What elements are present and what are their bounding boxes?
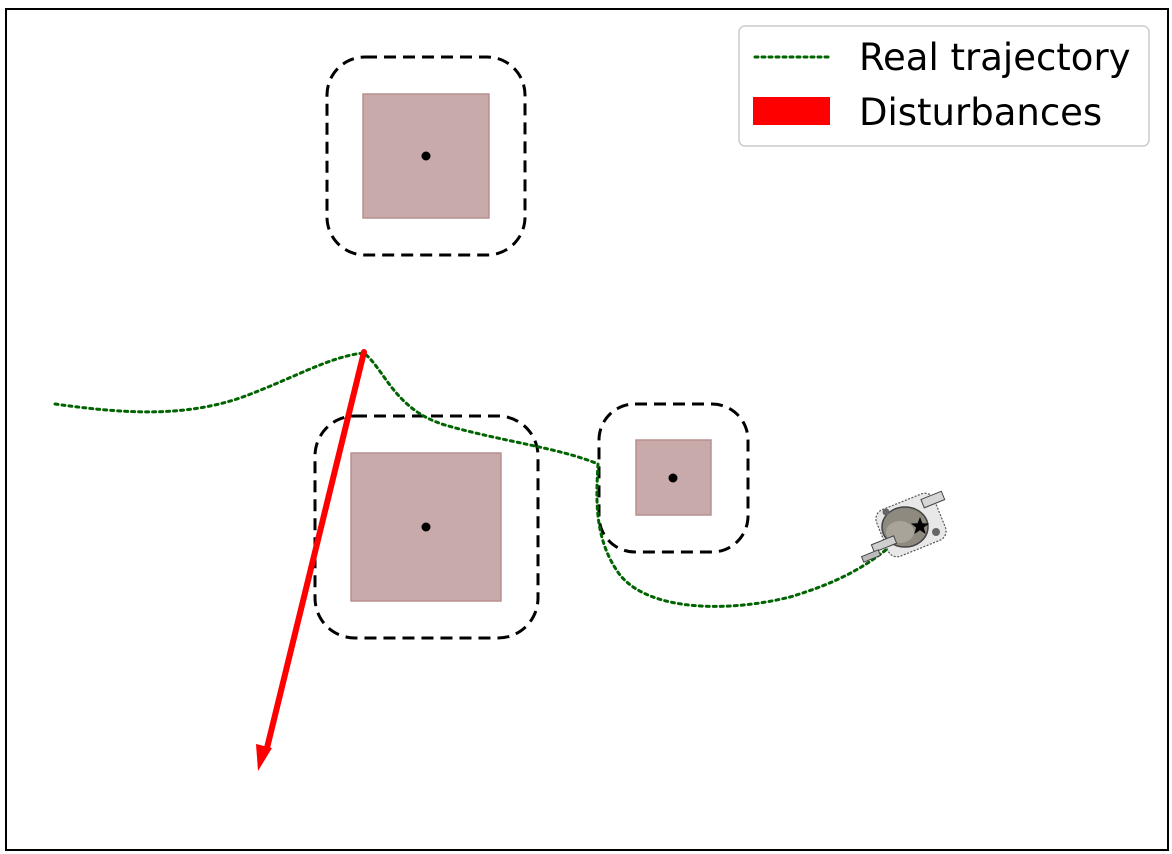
obstacle-middle-left — [313, 414, 540, 640]
legend-disturbance-label: Disturbances — [859, 91, 1102, 134]
plot-frame — [5, 8, 1169, 851]
real-trajectory — [53, 351, 902, 608]
safety-margin — [313, 414, 540, 640]
disturbance-shaft — [264, 349, 367, 751]
legend-box — [738, 25, 1150, 147]
obstacle-center — [421, 522, 431, 532]
disturbance-arrow — [256, 349, 367, 771]
obstacle-center — [421, 151, 431, 161]
safety-margin — [325, 55, 527, 257]
safety-margin — [597, 402, 750, 554]
obstacle-middle-right — [597, 402, 750, 554]
star-icon — [910, 517, 930, 534]
robot-icon — [860, 490, 947, 563]
arrow-icon — [256, 744, 272, 771]
legend-disturbance-swatch — [753, 97, 830, 125]
obstacle-top — [325, 55, 527, 257]
obstacle-center — [668, 473, 678, 483]
legend-trajectory-label: Real trajectory — [859, 36, 1131, 79]
legend: Real trajectory Disturbances — [738, 25, 1150, 147]
